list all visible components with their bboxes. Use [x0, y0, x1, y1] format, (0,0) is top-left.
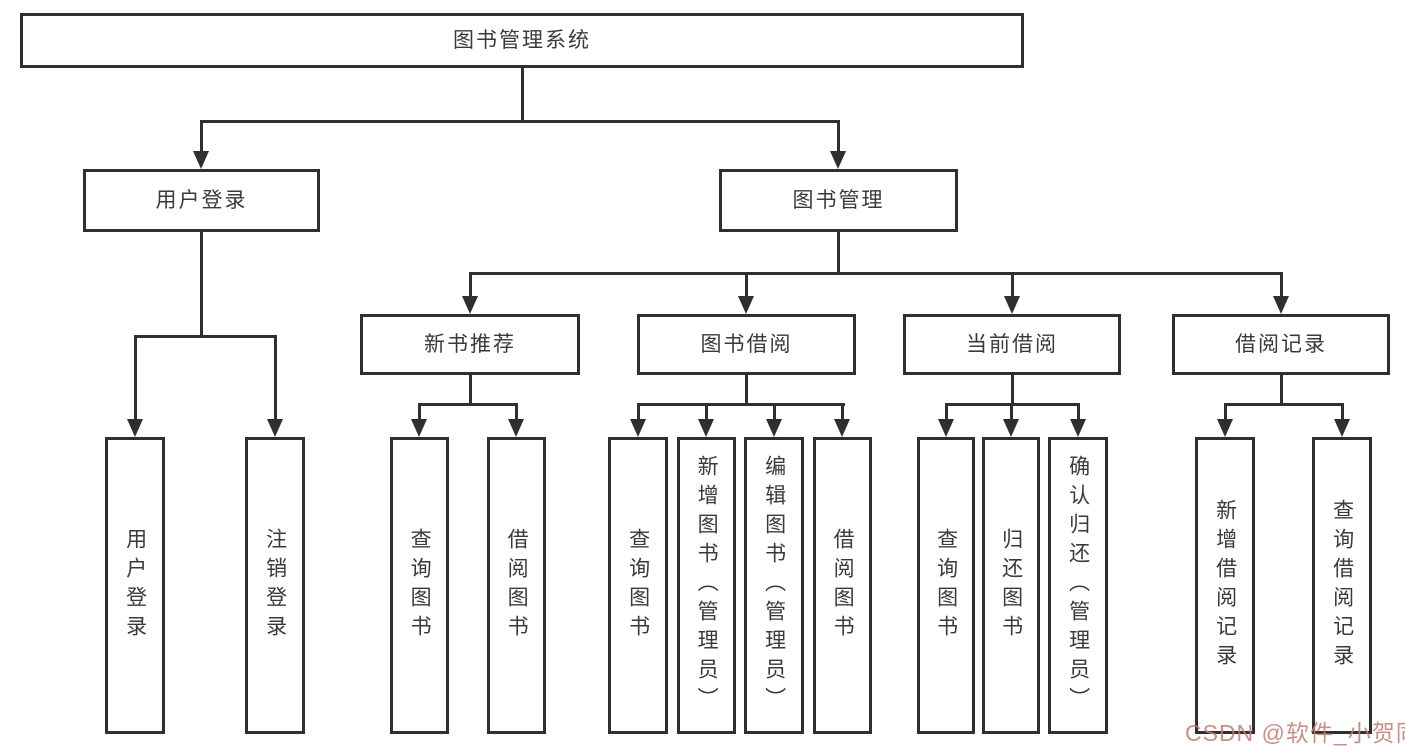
node-edit-books-admin: 编辑图书（管理员）	[744, 437, 804, 734]
connector-line	[836, 232, 840, 275]
connector-line	[1279, 375, 1283, 406]
arrow-down-icon	[1334, 419, 1350, 437]
node-add-books-admin: 新增图书（管理员）	[677, 437, 736, 734]
arrow-down-icon	[411, 419, 427, 437]
node-add-borrow-record: 新增借阅记录	[1195, 437, 1255, 734]
arrow-down-icon	[830, 151, 846, 169]
connector-line	[468, 272, 472, 298]
connector-line	[836, 120, 840, 153]
arrow-down-icon	[1004, 296, 1020, 314]
node-user-login: 用户登录	[83, 169, 320, 232]
node-borrow-books-recommend: 借阅图书	[487, 437, 546, 734]
arrow-down-icon	[630, 419, 646, 437]
arrow-down-icon	[1273, 296, 1289, 314]
connector-line	[418, 403, 421, 421]
connector-line	[1010, 272, 1014, 298]
node-borrow-books: 借阅图书	[813, 437, 872, 734]
arrow-down-icon	[834, 419, 850, 437]
node-query-borrow-record: 查询借阅记录	[1312, 437, 1372, 734]
arrow-down-icon	[127, 419, 143, 437]
arrow-down-icon	[766, 419, 782, 437]
arrow-down-icon	[1070, 419, 1086, 437]
arrow-down-icon	[938, 419, 954, 437]
connector-line	[1279, 272, 1283, 298]
connector-line	[841, 403, 844, 421]
arrow-down-icon	[267, 419, 283, 437]
node-return-books: 归还图书	[982, 437, 1040, 734]
connector-line	[944, 403, 948, 421]
connector-line	[744, 272, 748, 298]
connector-line	[133, 335, 137, 421]
connector-line	[1076, 403, 1080, 421]
connector-line	[468, 375, 472, 406]
connector-line	[744, 375, 748, 406]
connector-line	[199, 232, 203, 338]
connector-line	[636, 403, 640, 421]
connector-line	[1223, 403, 1227, 421]
node-borrowing-records: 借阅记录	[1172, 314, 1390, 375]
connector-line	[636, 403, 845, 406]
connector-line	[1340, 403, 1344, 421]
connector-line	[468, 272, 1283, 275]
arrow-down-icon	[508, 419, 524, 437]
connector-line	[1010, 375, 1014, 406]
arrow-down-icon	[1003, 419, 1019, 437]
node-user-login-leaf: 用户登录	[105, 437, 165, 734]
node-confirm-return-admin: 确认归还（管理员）	[1048, 437, 1108, 734]
connector-line	[705, 403, 708, 421]
connector-line	[273, 335, 277, 421]
connector-line	[418, 403, 518, 406]
connector-line	[520, 68, 524, 122]
connector-line	[515, 403, 518, 421]
node-book-management-system: 图书管理系统	[20, 13, 1024, 68]
connector-line	[1009, 403, 1013, 421]
connector-line	[1223, 403, 1344, 406]
watermark-text: CSDN @软件_小贺同学	[1185, 720, 1405, 746]
node-logout: 注销登录	[245, 437, 305, 734]
arrow-down-icon	[738, 296, 754, 314]
connector-line	[772, 403, 776, 421]
connector-line	[199, 120, 203, 153]
arrow-down-icon	[462, 296, 478, 314]
node-book-borrowing: 图书借阅	[637, 314, 856, 375]
arrow-down-icon	[193, 151, 209, 169]
node-current-borrowing: 当前借阅	[903, 314, 1121, 375]
node-query-books-current: 查询图书	[917, 437, 975, 734]
arrow-down-icon	[698, 419, 714, 437]
node-book-management: 图书管理	[719, 169, 958, 232]
connector-line	[133, 335, 277, 338]
connector-line	[199, 120, 840, 123]
node-query-books-borrowing: 查询图书	[608, 437, 668, 734]
node-query-books-recommend: 查询图书	[390, 437, 449, 734]
arrow-down-icon	[1217, 419, 1233, 437]
node-new-book-recommend: 新书推荐	[360, 314, 580, 375]
